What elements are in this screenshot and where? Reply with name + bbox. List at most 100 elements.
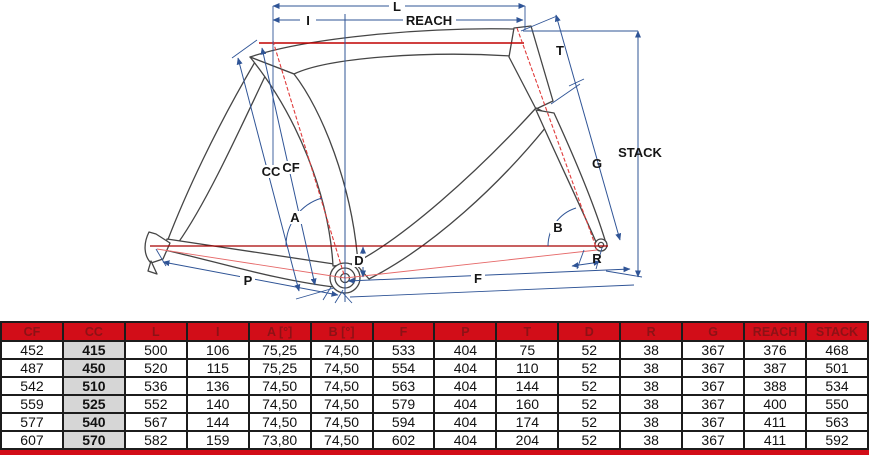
table-cell: 582 bbox=[123, 430, 188, 450]
column-header: I bbox=[185, 321, 250, 342]
table-cell: 52 bbox=[557, 394, 622, 414]
table-cell: 579 bbox=[371, 394, 436, 414]
table-cell: 367 bbox=[681, 340, 746, 360]
column-header: B [°] bbox=[309, 321, 374, 342]
table-cell: 74,50 bbox=[309, 412, 374, 432]
table-cell: 404 bbox=[433, 430, 498, 450]
label-REACH: REACH bbox=[406, 13, 452, 28]
table-cell: 140 bbox=[185, 394, 250, 414]
table-cell: 74,50 bbox=[309, 358, 374, 378]
label-F: F bbox=[474, 271, 482, 286]
table-cell: 75 bbox=[495, 340, 560, 360]
label-P: P bbox=[244, 273, 253, 288]
table-cell: 367 bbox=[681, 412, 746, 432]
label-B: B bbox=[553, 220, 562, 235]
table-cell: 404 bbox=[433, 376, 498, 396]
P-right-tick-1 bbox=[322, 286, 332, 301]
table-cell: 204 bbox=[495, 430, 560, 450]
table-cell: 38 bbox=[619, 358, 684, 378]
table-cell: 411 bbox=[743, 430, 807, 450]
table-cell: 388 bbox=[743, 376, 807, 396]
G-top-extension bbox=[550, 83, 581, 105]
table-cell: 554 bbox=[371, 358, 436, 378]
table-cell: 450 bbox=[61, 358, 126, 378]
label-T: T bbox=[556, 43, 564, 58]
table-cell: 74,50 bbox=[309, 394, 374, 414]
column-header: CF bbox=[0, 321, 64, 342]
table-cell: 74,50 bbox=[309, 340, 374, 360]
label-L: L bbox=[393, 0, 401, 14]
table-cell: 592 bbox=[804, 430, 869, 450]
table-cell: 52 bbox=[557, 412, 622, 432]
head-tube bbox=[508, 25, 554, 110]
bike-frame-drawing bbox=[144, 25, 608, 294]
column-header: A [°] bbox=[247, 321, 312, 342]
down-tube bbox=[354, 107, 555, 280]
table-cell: 38 bbox=[619, 430, 684, 450]
table-cell: 525 bbox=[61, 394, 126, 414]
table-cell: 38 bbox=[619, 394, 684, 414]
table-cell: 52 bbox=[557, 340, 622, 360]
column-header: G bbox=[681, 321, 746, 342]
table-cell: 501 bbox=[804, 358, 869, 378]
table-cell: 52 bbox=[557, 376, 622, 396]
table-cell: 404 bbox=[433, 394, 498, 414]
table-cell: 415 bbox=[61, 340, 126, 360]
CC-CF-top-tick bbox=[231, 39, 258, 59]
table-cell: 74,50 bbox=[247, 394, 312, 414]
column-header: REACH bbox=[743, 321, 807, 342]
column-header: D bbox=[557, 321, 622, 342]
table-cell: 38 bbox=[619, 376, 684, 396]
table-cell: 159 bbox=[185, 430, 250, 450]
label-D: D bbox=[354, 253, 363, 268]
table-cell: 520 bbox=[123, 358, 188, 378]
table-cell: 367 bbox=[681, 376, 746, 396]
table-cell: 563 bbox=[804, 412, 869, 432]
table-cell: 144 bbox=[185, 412, 250, 432]
table-cell: 552 bbox=[123, 394, 188, 414]
column-header: L bbox=[123, 321, 188, 342]
column-header: STACK bbox=[804, 321, 869, 342]
table-cell: 376 bbox=[743, 340, 807, 360]
T-top-extension bbox=[520, 15, 558, 32]
table-cell: 387 bbox=[743, 358, 807, 378]
table-cell: 144 bbox=[495, 376, 560, 396]
table-cell: 52 bbox=[557, 430, 622, 450]
table-cell: 74,50 bbox=[309, 430, 374, 450]
dim-T-G-line bbox=[554, 14, 622, 241]
label-STACK: STACK bbox=[618, 145, 662, 160]
table-cell: 570 bbox=[61, 430, 126, 450]
table-cell: 367 bbox=[681, 394, 746, 414]
table-cell: 559 bbox=[0, 394, 64, 414]
table-cell: 73,80 bbox=[247, 430, 312, 450]
column-header: F bbox=[371, 321, 436, 342]
dim-R-line bbox=[571, 259, 601, 269]
label-R: R bbox=[592, 251, 602, 266]
table-cell: 594 bbox=[371, 412, 436, 432]
table-cell: 136 bbox=[185, 376, 250, 396]
table-cell: 404 bbox=[433, 412, 498, 432]
table-cell: 510 bbox=[61, 376, 126, 396]
table-cell: 404 bbox=[433, 358, 498, 378]
lower-reference-line bbox=[349, 284, 635, 298]
table-cell: 533 bbox=[371, 340, 436, 360]
table-cell: 75,25 bbox=[247, 358, 312, 378]
table-cell: 404 bbox=[433, 340, 498, 360]
table-cell: 567 bbox=[123, 412, 188, 432]
label-CF: CF bbox=[282, 160, 299, 175]
table-cell: 540 bbox=[61, 412, 126, 432]
table-cell: 74,50 bbox=[247, 412, 312, 432]
table-cell: 536 bbox=[123, 376, 188, 396]
table-cell: 174 bbox=[495, 412, 560, 432]
table-cell: 487 bbox=[0, 358, 64, 378]
table-cell: 115 bbox=[185, 358, 250, 378]
table-cell: 52 bbox=[557, 358, 622, 378]
frame-geometry-diagram: L I REACH T G STACK CC CF A B D P F R bbox=[144, 0, 663, 304]
column-header: P bbox=[433, 321, 498, 342]
table-cell: 563 bbox=[371, 376, 436, 396]
lower-reference-tick bbox=[341, 291, 353, 304]
